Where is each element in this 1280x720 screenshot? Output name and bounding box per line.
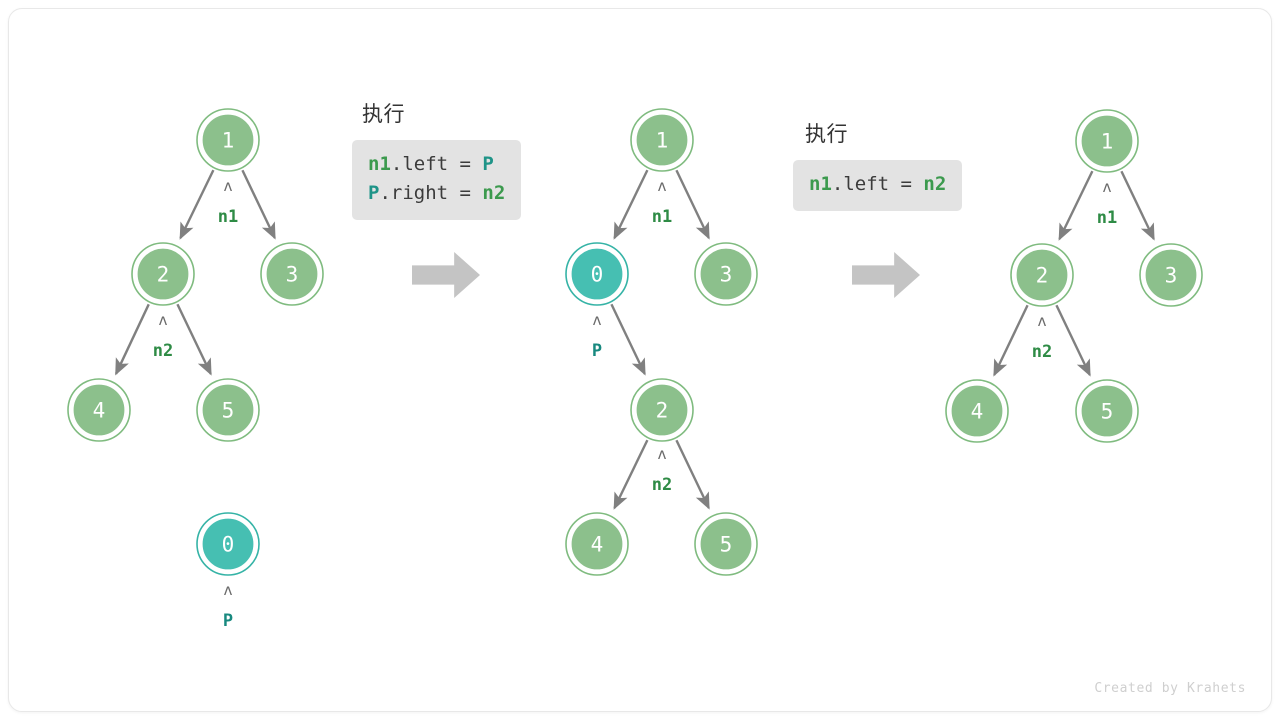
tree-node: 5 [694,512,758,576]
code-token: P [482,153,494,175]
code-token: .left = [831,173,924,195]
tree-edge [241,169,276,240]
tree-node-value: 2 [157,263,170,287]
pointer-caret-icon: ʌ [223,177,232,195]
tree-node: 1 [1075,109,1139,173]
code-token: n1 [809,173,832,195]
tree-node-value: 2 [1036,264,1049,288]
tree-edge [1055,304,1091,377]
code-line: P.right = n2 [368,179,505,208]
tree-node-value: 3 [1165,264,1178,288]
tree-node-value: 4 [93,399,106,423]
pointer-caret-icon: ʌ [1037,312,1046,330]
tree-edge [1120,170,1155,241]
pointer-label: n2 [652,475,672,495]
tree-edge [613,439,649,510]
tree-node-value: 1 [656,129,669,153]
code-token: .left = [390,153,483,175]
tree-node-value: 1 [222,129,235,153]
pointer-label: n2 [153,341,173,361]
tree-node-value: 0 [222,533,235,557]
tree-node-value: 2 [656,399,669,423]
tree-node-value: 4 [971,400,984,424]
pointer-label: n1 [652,207,672,227]
tree-node: 2 [630,378,694,442]
transition-arrow-icon [852,252,920,298]
exec-label: 执行 [805,123,848,146]
tree-edge [613,169,649,240]
tree-node: 0 [565,242,629,306]
tree-node: 4 [945,379,1009,443]
transition-arrows-layer [412,252,920,298]
pointer-caret-icon: ʌ [223,581,232,599]
edges-layer [114,169,1155,510]
tree-node-value: 3 [720,263,733,287]
tree-node: 2 [1010,243,1074,307]
tree-edge [114,303,150,376]
watermark: Created by Krahets [1094,681,1246,696]
tree-node: 3 [1139,243,1203,307]
pointer-label: P [592,341,602,361]
code-token: P [368,181,380,204]
pointer-caret-icon: ʌ [158,311,167,329]
pointer-caret-icon: ʌ [657,177,666,195]
tree-node: 1 [630,108,694,172]
tree-edge [1058,170,1094,241]
pointer-caret-icon: ʌ [657,445,666,463]
tree-node-value: 5 [720,533,733,557]
tree-node: 4 [67,378,131,442]
tree-node-value: 5 [222,399,235,423]
tree-edge [176,303,212,376]
tree-node-value: 1 [1101,130,1114,154]
exec-label: 执行 [362,103,405,126]
tree-node: 3 [694,242,758,306]
pointer-label: P [223,611,233,631]
tree-edge [675,169,710,240]
code-snippet-box: n1.left = n2 [793,160,963,211]
pointer-caret-icon: ʌ [1102,178,1111,196]
code-line: n1.left = n2 [809,170,946,199]
tree-node: 3 [260,242,324,306]
code-token: n2 [482,181,506,204]
tree-node-value: 0 [591,263,604,287]
tree-edge [993,304,1029,377]
pointer-label: n2 [1032,342,1052,362]
tree-node: 2 [131,242,195,306]
tree-node-value: 3 [286,263,299,287]
tree-node-value: 4 [591,533,604,557]
tree-node: 0 [196,512,260,576]
pointer-caret-icon: ʌ [592,311,601,329]
tree-node: 4 [565,512,629,576]
tree-edge [675,439,710,510]
tree-edge [179,169,215,240]
code-token: .right = [379,181,483,204]
tree-node: 1 [196,108,260,172]
pointer-label: n1 [218,207,238,227]
tree-node: 5 [196,378,260,442]
tree-edge [610,303,646,376]
code-line: n1.left = P [368,150,505,179]
tree-node: 5 [1075,379,1139,443]
pointer-label: n1 [1097,208,1117,228]
code-token: n1 [368,153,391,175]
transition-arrow-icon [412,252,480,298]
tree-node-value: 5 [1101,400,1114,424]
code-token: n2 [923,173,947,195]
